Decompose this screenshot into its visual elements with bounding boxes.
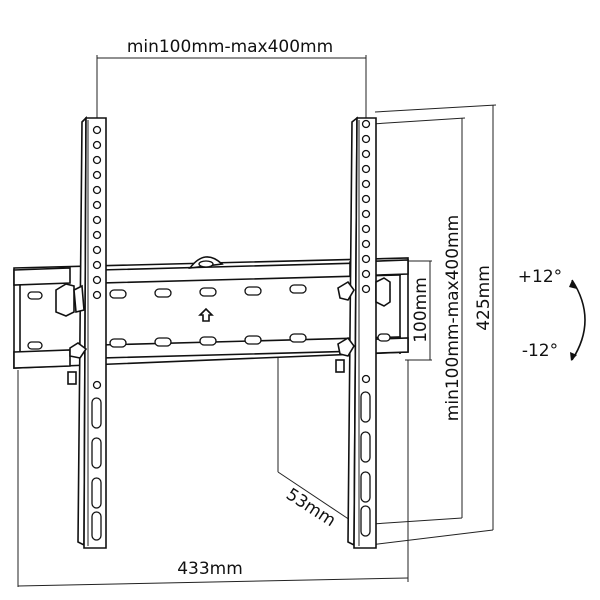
tilt-arc-arrow-icon bbox=[569, 279, 586, 361]
wall-plate bbox=[13, 256, 409, 369]
top-width-label: min100mm-max400mm bbox=[127, 37, 333, 57]
depth-label: 53mm bbox=[282, 485, 339, 532]
wall-plate-height-label: 100mm bbox=[411, 277, 431, 343]
right-arm bbox=[335, 116, 391, 549]
left-arm bbox=[55, 116, 107, 549]
top-width-dimension bbox=[96, 55, 367, 130]
up-arrow-icon bbox=[198, 307, 214, 322]
overall-width-label: 433mm bbox=[177, 559, 243, 579]
right-dimension-lines bbox=[369, 104, 497, 546]
bottom-width-dimension bbox=[17, 360, 409, 587]
tilt-up-label: +12° bbox=[518, 267, 562, 287]
tilt-down-label: -12° bbox=[522, 341, 558, 361]
vertical-hole-span-label: min100mm-max400mm bbox=[443, 215, 463, 421]
arm-height-label: 425mm bbox=[474, 265, 494, 331]
depth-dimension bbox=[277, 352, 351, 521]
